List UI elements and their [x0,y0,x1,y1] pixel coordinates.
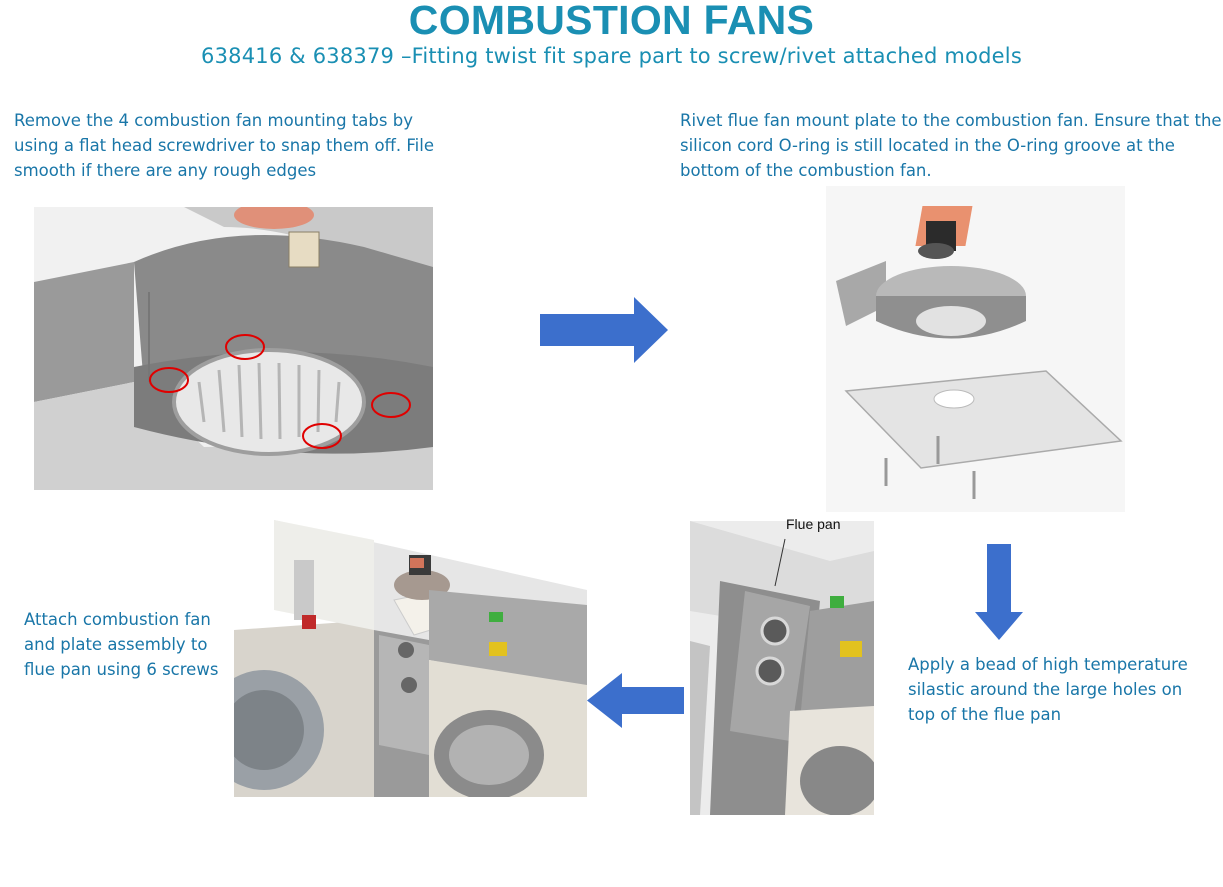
assembled-unit-image [234,520,587,797]
step-3-instructions: Apply a bead of high temperature silasti… [908,655,1188,724]
page-title: COMBUSTION FANS [408,0,815,43]
flow-arrow-down-icon [975,544,1023,640]
flue-pan-image [690,521,874,815]
page-subtitle: 638416 & 638379 –Fitting twist fit spare… [201,44,1022,68]
step-4-instructions: Attach combustion fan and plate assembly… [24,610,219,679]
step-1-instructions: Remove the 4 combustion fan mounting tab… [14,111,435,180]
flow-arrow-right-icon [540,297,668,363]
fan-mount-plate-image [826,186,1125,512]
step-2-instructions: Rivet flue fan mount plate to the combus… [680,111,1222,180]
flow-arrow-left-icon [587,673,684,728]
flue-pan-callout: Flue pan [786,516,841,532]
fan-mounting-tabs-image [34,207,433,490]
